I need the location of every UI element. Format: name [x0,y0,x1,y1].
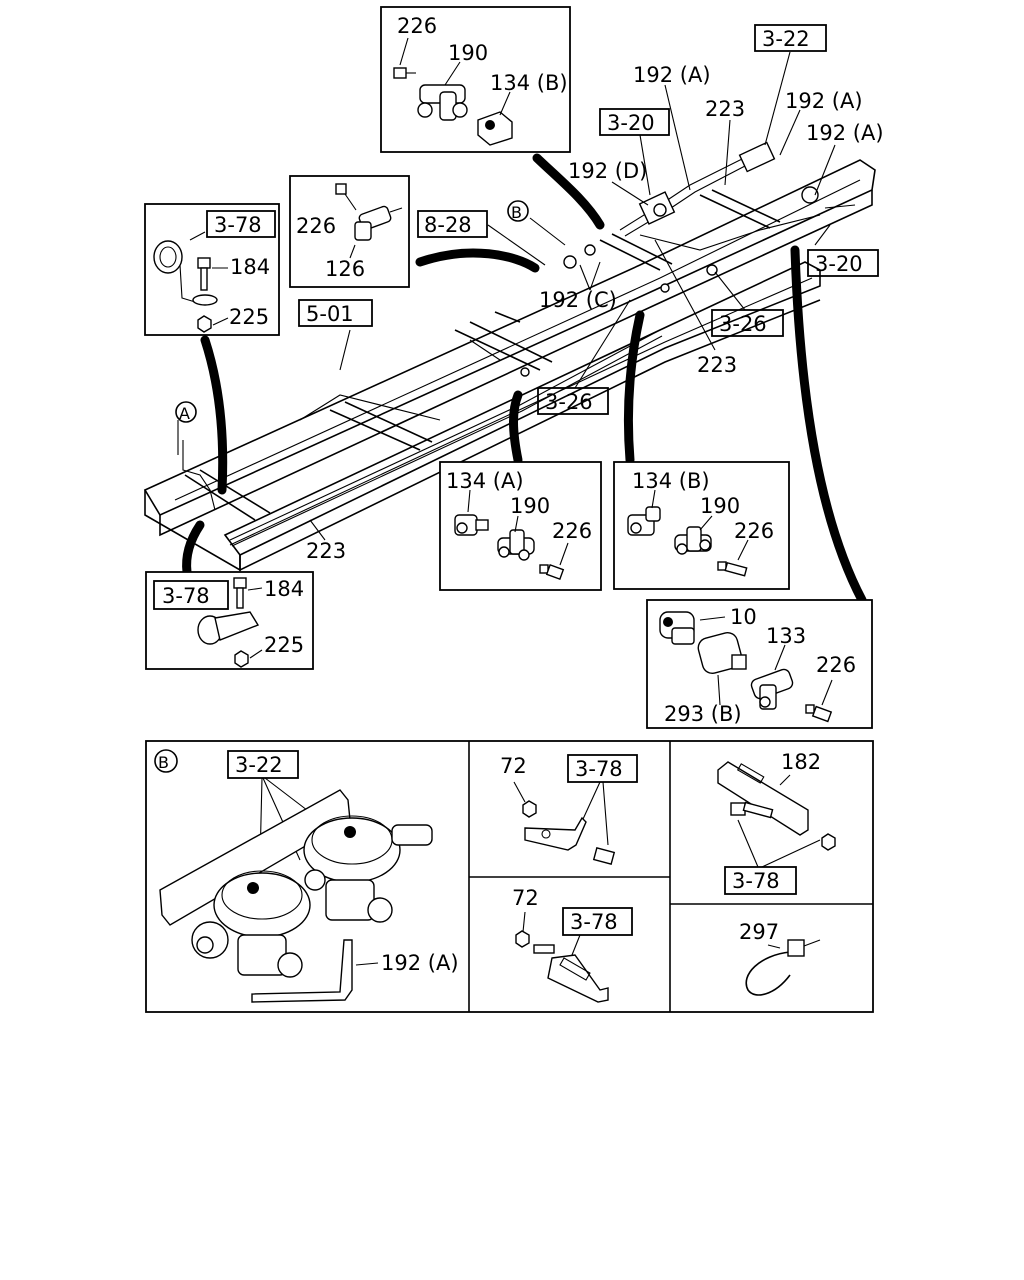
label-226: 226 [734,519,774,543]
label-190: 190 [510,494,550,518]
tee-190-icon [497,529,535,561]
label-182: 182 [781,750,821,774]
label-72: 72 [512,886,539,910]
detail-box-fittings-b: 134 (B) 190 226 [613,461,790,590]
detail-box-226-126: 226 126 [289,175,410,288]
bolt-226-icon [539,564,565,580]
callout-pointers [182,153,867,605]
chassis-frame [143,141,876,572]
label-192a: 192 (A) [381,951,459,975]
label-226: 226 [552,519,592,543]
clamp-icon [197,611,260,645]
ref-3-22: 3-22 [762,27,810,51]
bolt-226-icon [393,67,416,79]
label-126: 126 [325,257,365,281]
detail-box-clamp-lower: 3-78 184 225 [145,571,314,670]
bracket-182-icon [717,761,836,851]
label-223: 223 [697,353,737,377]
relay-valve-left-icon [191,870,311,978]
leader-lines [309,51,856,541]
main-labels: 192 (A) 223 192 (A) 192 (A) 192 (D) 192 … [175,63,884,563]
callout-circle-a: A [175,401,197,423]
ref-3-26: 3-26 [719,312,767,336]
cable-tie-297-icon [745,939,821,996]
label-223: 223 [306,539,346,563]
bracket-icon [533,944,609,1003]
label-297: 297 [739,920,779,944]
label-10: 10 [730,605,757,629]
detail-panel-b: B 3-22 192 (A) 72 [145,740,874,1013]
ref-3-78: 3-78 [214,213,262,237]
tee-190-icon [417,84,468,121]
elbow-10-icon [659,611,695,645]
bracket-icon [524,816,616,865]
detail-box-fittings-10-133: 10 133 226 293 (B) [646,599,873,729]
nut-72-icon [515,930,530,948]
ref-3-22: 3-22 [235,753,283,777]
label-192c: 192 (C) [539,288,617,312]
elbow-134a-icon [454,514,489,536]
ref-3-78: 3-78 [570,910,618,934]
label-190: 190 [448,41,488,65]
tee-133-icon [750,668,794,710]
callout-b: B [511,203,522,222]
label-226: 226 [816,653,856,677]
ref-3-78: 3-78 [575,757,623,781]
label-134a: 134 (A) [446,469,524,493]
label-190: 190 [700,494,740,518]
ref-3-78: 3-78 [732,869,780,893]
label-225: 225 [229,305,269,329]
label-293b: 293 (B) [664,702,742,726]
ref-5-01: 5-01 [306,302,354,326]
ref-3-20: 3-20 [815,252,863,276]
label-184: 184 [230,255,270,279]
label-133: 133 [766,624,806,648]
detail-box-clamp-upper: 3-78 184 225 [144,203,280,336]
label-192a: 192 (A) [785,89,863,113]
bolt-226-icon [805,704,833,723]
tee-190-icon [674,526,712,555]
ref-3-78: 3-78 [162,584,210,608]
ref-8-28: 8-28 [424,213,472,237]
label-72: 72 [500,754,527,778]
label-223: 223 [705,97,745,121]
main-references: 3-22 3-20 8-28 5-01 3-20 3-26 3-26 [298,24,879,415]
callout-b: B [158,753,169,772]
bolt-226-icon [335,183,357,211]
label-134b: 134 (B) [632,469,710,493]
label-134b: 134 (B) [490,71,568,95]
ref-3-26: 3-26 [545,390,593,414]
relay-valve-right-icon [303,815,433,923]
bolt-226-icon [717,561,748,577]
nut-72-icon [522,800,537,818]
elbow-134b-icon [627,506,661,536]
label-184: 184 [264,577,304,601]
label-225: 225 [264,633,304,657]
elbow-134b-icon [477,111,513,146]
nut-293b-icon [697,631,747,675]
label-226: 226 [296,214,336,238]
callout-circle-b: B [507,200,529,222]
ref-3-20: 3-20 [607,111,655,135]
nut-225-icon [234,650,249,668]
label-192a: 192 (A) [806,121,884,145]
callout-a: A [179,404,190,423]
label-192a: 192 (A) [633,63,711,87]
detail-box-fittings-a: 134 (A) 190 226 [439,461,602,591]
nut-225-icon [197,315,212,333]
detail-box-fittings-top: 226 190 134 (B) [380,6,571,153]
label-192d: 192 (D) [568,159,647,183]
bolt-184-icon [233,577,247,609]
bolt-184-icon [197,257,211,291]
label-226: 226 [397,14,437,38]
fitting-126-icon [354,205,403,241]
